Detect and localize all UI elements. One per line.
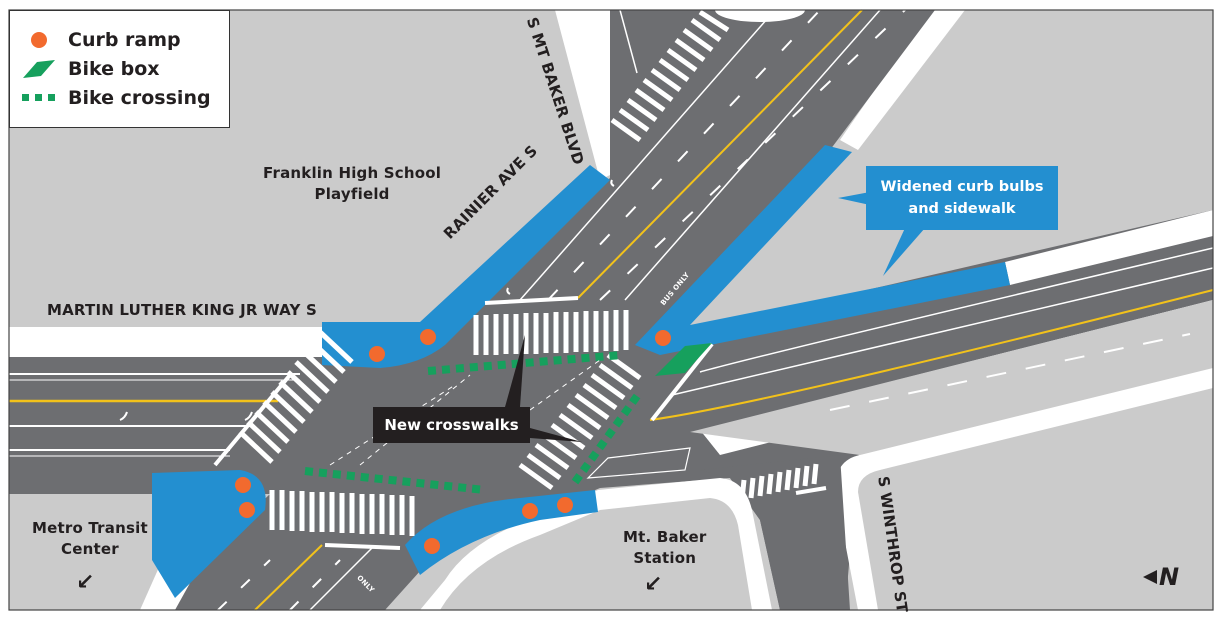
- east-lane-1: [699, 247, 1214, 373]
- bike-crossing-south: [304, 467, 486, 494]
- crosswalk-east: [518, 352, 642, 491]
- arrow-icon: [506, 287, 511, 295]
- callout-pointer-left: [838, 192, 870, 205]
- south-stop-bar: [324, 543, 401, 550]
- curb-ramp-8: [424, 538, 440, 554]
- station-land: [440, 498, 752, 610]
- winthrop-east-sidewalk: [835, 368, 1213, 610]
- curb-ramp-7: [557, 497, 573, 513]
- arrow-icon: [119, 411, 128, 421]
- curb-bulb-southwest: [152, 470, 266, 598]
- southeast-land: [690, 300, 1213, 610]
- mlk-east-north-sidewalk: [1005, 210, 1213, 285]
- curb-ramp-5: [239, 502, 255, 518]
- transit-lane-outline: [586, 447, 691, 479]
- mt-baker-lane-line: [619, 9, 638, 74]
- pavement-arrows: [119, 179, 615, 421]
- winthrop-stop-bar: [795, 486, 827, 495]
- callout-widened-sidewalk: Widened curb bulbs and sidewalk: [866, 166, 1058, 230]
- ne-centerline: [577, 9, 863, 299]
- bike-crossing-icon: [22, 94, 55, 101]
- callout-pointer-right: [530, 428, 582, 442]
- south-centerline: [254, 544, 323, 611]
- arrow-southwest-icon: ↙: [76, 570, 95, 595]
- legend-item-bike-crossing: Bike crossing: [10, 84, 211, 112]
- rainier-east-sidewalk: [840, 10, 965, 150]
- mt-baker-west-sidewalk: [555, 10, 620, 180]
- curb-ramp-3: [655, 330, 671, 346]
- ne-bus-lane-line: [624, 9, 881, 301]
- north-pointer-icon: [1143, 570, 1157, 584]
- curb-bulb-northwest: [322, 165, 610, 368]
- bike-box-icon: [23, 60, 55, 78]
- east-stop-bar: [650, 342, 714, 422]
- ne-lane-edge: [519, 9, 776, 301]
- south-dashed-lanes: [217, 559, 341, 611]
- curb-ramps: [235, 329, 671, 554]
- curb-bulb-northeast: [635, 145, 1010, 355]
- ne-dashed-lanes: [547, 9, 906, 301]
- top-island: [715, 0, 805, 22]
- curb-ramp-2: [420, 329, 436, 345]
- arrow-southwest-icon: ↙: [644, 572, 663, 597]
- crosswalk-mt-baker: [610, 9, 730, 143]
- legend-item-curb-ramp: Curb ramp: [10, 26, 181, 54]
- curb-ramp-1: [369, 346, 385, 362]
- ne-stop-bar: [484, 296, 579, 305]
- east-centerline: [649, 289, 1214, 421]
- place-franklin: Franklin High School Playfield: [263, 164, 442, 203]
- crosswalk-south: [269, 490, 415, 536]
- callout-pointer-up: [505, 335, 525, 407]
- curb-ramp-4: [235, 477, 251, 493]
- asphalt: [9, 10, 1213, 610]
- legend-item-bike-box: Bike box: [10, 55, 160, 83]
- place-mt-baker-station: Mt. Baker Station: [623, 528, 707, 567]
- map-frame: [8, 9, 1214, 611]
- callout-pointer-down: [883, 228, 925, 276]
- metro-land: [9, 494, 193, 610]
- bike-box: [655, 343, 712, 376]
- street-mlk: MARTIN LUTHER KING JR WAY S: [47, 301, 317, 319]
- curb-ramp-icon: [31, 32, 47, 48]
- crosswalk-north: [473, 310, 629, 355]
- arrow-icon: [244, 411, 253, 421]
- crosswalk-west: [238, 330, 354, 464]
- winthrop-road: [700, 455, 850, 610]
- east-lane-2: [671, 267, 1214, 396]
- curb-ramp-6: [522, 503, 538, 519]
- south-lane-edge: [309, 547, 373, 611]
- bike-crossing-north: [427, 351, 623, 375]
- west-stop-bar: [213, 373, 292, 467]
- north-arrow: N: [1143, 563, 1179, 591]
- legend: Curb ramp Bike box Bike crossing: [9, 10, 230, 128]
- bike-crossing-east: [571, 389, 644, 485]
- mlk-north-sidewalk: [9, 327, 339, 357]
- arrow-icon: [610, 179, 615, 187]
- callout-new-crosswalks: New crosswalks: [373, 407, 530, 443]
- place-metro-transit: Metro Transit Center: [32, 519, 148, 558]
- curb-bulb-south: [405, 490, 598, 575]
- crosswalk-winthrop: [739, 463, 819, 501]
